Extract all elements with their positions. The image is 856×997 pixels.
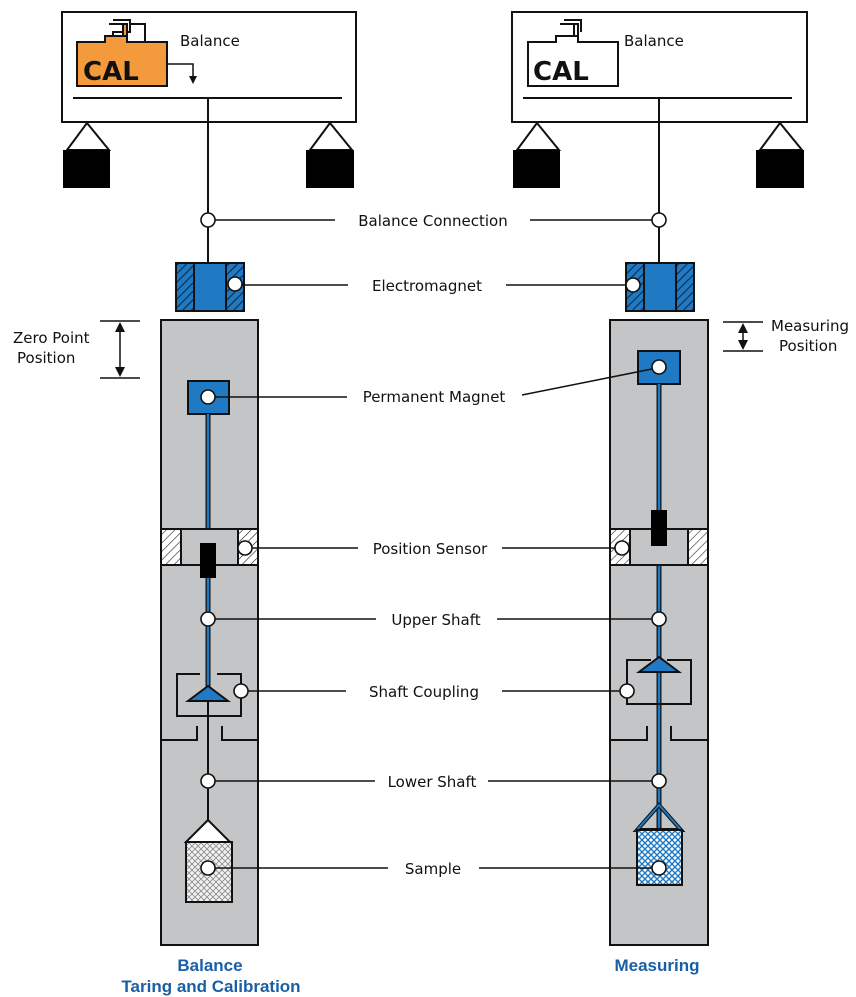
balance-label-right: Balance <box>624 32 684 50</box>
arrow-up-icon <box>115 322 125 332</box>
counterweight-right-1 <box>513 150 560 188</box>
counterweight-left-2 <box>306 150 354 188</box>
arrow-down-icon <box>115 367 125 377</box>
component-labels: Balance Connection Electromagnet Permane… <box>358 212 507 878</box>
caption-left-line1: Balance <box>177 956 242 975</box>
caption-right: Measuring <box>614 956 699 975</box>
leader-lines <box>215 219 653 869</box>
measuring-position-label-2: Position <box>779 337 837 355</box>
label-shaft-coupling: Shaft Coupling <box>369 683 479 701</box>
right-assembly: CAL Balance Measuring Po <box>511 11 849 946</box>
arrow-down-icon <box>738 340 748 350</box>
sensor-target-right <box>651 510 667 546</box>
label-upper-shaft: Upper Shaft <box>391 611 480 629</box>
label-electromagnet: Electromagnet <box>372 277 482 295</box>
label-position-sensor: Position Sensor <box>373 540 488 558</box>
arrow-up-icon <box>738 323 748 333</box>
left-assembly: CAL Balance <box>13 11 357 946</box>
label-lower-shaft: Lower Shaft <box>388 773 477 791</box>
sample-basket-right <box>636 829 683 886</box>
label-permanent-magnet: Permanent Magnet <box>363 388 506 406</box>
cal-label-left: CAL <box>83 57 139 87</box>
measuring-position-label-1: Measuring <box>771 317 849 335</box>
balance-label-left: Balance <box>180 32 240 50</box>
zero-point-label-1: Zero Point <box>13 329 90 347</box>
label-sample: Sample <box>405 860 461 878</box>
counterweight-left-1 <box>63 150 110 188</box>
zero-point-label-2: Position <box>17 349 75 367</box>
counterweight-right-2 <box>756 150 804 188</box>
cal-weight-right-icon: CAL <box>527 19 619 87</box>
arrow-down-icon <box>189 76 197 84</box>
cal-weight-left-icon: CAL <box>76 19 168 87</box>
coupling-cone-right <box>636 655 682 673</box>
label-balance-connection: Balance Connection <box>358 212 507 230</box>
caption-left-line2: Taring and Calibration <box>121 977 300 996</box>
cal-label-right: CAL <box>533 57 589 87</box>
sensor-target-left <box>200 543 216 578</box>
